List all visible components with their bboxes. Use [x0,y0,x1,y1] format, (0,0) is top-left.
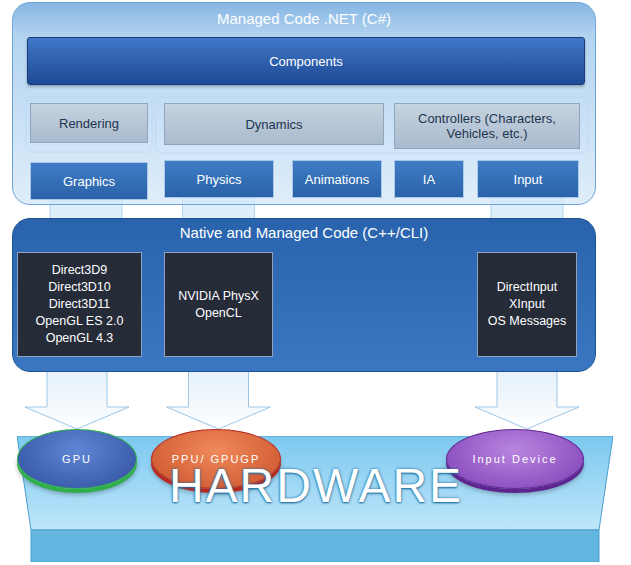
node-label: PPU/ GPUGP [172,433,260,485]
node-label: Input Device [472,433,557,485]
node-label: DirectInput [497,279,557,296]
node-label: Controllers (Characters, Vehicles, etc.) [401,111,573,141]
category-box: Rendering [30,103,148,143]
node-label: Direct3D9 [52,262,108,279]
node-label: GPU [62,433,92,485]
api-list-box: Direct3D9Direct3D10Direct3D11OpenGL ES 2… [17,252,142,357]
node-label: Physics [197,172,242,187]
node-label: Rendering [59,116,119,131]
node-label: XInput [509,296,545,313]
node-label: OpenCL [195,305,242,322]
api-list-box: NVIDIA PhysXOpenCL [164,252,273,357]
slab-front-face [31,530,599,562]
module-box: Animations [292,160,382,198]
device-disc: Input Device [446,429,584,489]
node-label: Input [514,172,543,187]
module-box: Physics [164,160,274,198]
panel-title: HARDWARE [18,460,614,512]
native-code-panel: Native and Managed Code (C++/CLI) Direct3… [12,218,596,372]
node-label: OpenGL ES 2.0 [36,313,124,330]
panel-title: Native and Managed Code (C++/CLI) [13,224,595,241]
hardware-slab: HARDWAREGPU PPU/ GPUGP Input Device [18,436,614,562]
node-label: Animations [305,172,369,187]
module-box: Input [477,160,579,198]
group-outline [156,97,588,153]
node-label: NVIDIA PhysX [178,288,259,305]
category-box: Dynamics [164,103,384,145]
category-box: Controllers (Characters, Vehicles, etc.) [394,103,580,149]
node-label: IA [423,172,435,187]
node-label: OpenGL 4.3 [46,330,114,347]
node-label: Graphics [63,174,115,189]
device-disc: GPU [17,429,137,489]
node-label: Dynamics [245,117,302,132]
module-box: Graphics [30,162,148,200]
api-list-box: DirectInputXInputOS Messages [477,252,577,357]
panel-title: Managed Code .NET (C#) [13,10,595,27]
module-box: IA [394,160,464,198]
node-label: Components [269,54,343,69]
managed-code-panel: Managed Code .NET (C#) ComponentsRenderin… [12,2,596,205]
node-label: OS Messages [488,313,567,330]
node-label: Direct3D10 [48,279,111,296]
node-label: Direct3D11 [49,296,111,313]
components-bar: Components [27,37,585,85]
